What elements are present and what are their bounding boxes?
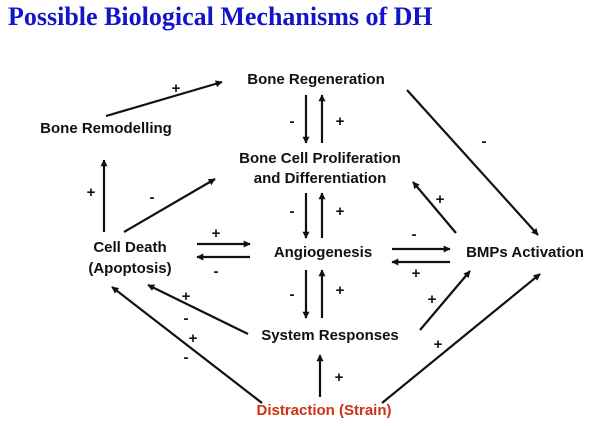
sign-prolif-angio-down: -	[290, 203, 295, 220]
sign-remodelling-regeneration: +	[172, 80, 181, 97]
sign-angiogenesis-celldeath: -	[214, 263, 219, 280]
sign-prolif-angio-up: +	[336, 203, 345, 220]
sign-distraction-system: +	[335, 369, 344, 386]
sign-bmps-angiogenesis: +	[412, 265, 421, 282]
node-bone-regeneration: Bone Regeneration	[247, 71, 385, 88]
diagram-title: Possible Biological Mechanisms of DH	[8, 2, 433, 31]
sign-celldeath-remodelling: +	[87, 184, 96, 201]
arrow-celldeath-to-proliferation	[123, 178, 216, 233]
node-proliferation-line1: Bone Cell Proliferation	[239, 150, 401, 167]
sign-distraction-celldeath-plus: +	[189, 330, 198, 347]
sign-distraction-celldeath-minus: -	[184, 349, 189, 366]
node-distraction: Distraction (Strain)	[256, 402, 391, 419]
node-cell-death-line1: Cell Death	[93, 239, 166, 256]
arrow-regeneration-to-bmps	[406, 89, 539, 236]
arrow-bmps-to-proliferation	[412, 181, 457, 234]
node-cell-death-line2: (Apoptosis)	[88, 260, 171, 277]
arrow-system-to-celldeath	[147, 284, 249, 335]
sign-system-celldeath-minus: -	[184, 310, 189, 327]
sign-regen-prolif-up: +	[336, 113, 345, 130]
sign-distraction-bmps: +	[434, 336, 443, 353]
sign-angio-system-down: -	[290, 286, 295, 303]
node-proliferation-line2: and Differentiation	[254, 170, 387, 187]
sign-celldeath-proliferation: -	[150, 189, 155, 206]
sign-system-celldeath-plus: +	[182, 288, 191, 305]
node-bmps-activation: BMPs Activation	[466, 244, 584, 261]
sign-regeneration-bmps: -	[482, 133, 487, 150]
sign-angio-system-up: +	[336, 282, 345, 299]
node-bone-remodelling: Bone Remodelling	[40, 120, 172, 137]
sign-system-bmps: +	[428, 291, 437, 308]
sign-regen-prolif-down: -	[290, 113, 295, 130]
arrow-remodelling-to-regeneration	[105, 80, 223, 118]
node-system-responses: System Responses	[261, 327, 399, 344]
arrow-distraction-to-celldeath	[111, 286, 263, 404]
sign-bmps-proliferation: +	[436, 191, 445, 208]
arrow-system-to-bmps	[419, 270, 471, 331]
node-angiogenesis: Angiogenesis	[274, 244, 372, 261]
sign-angiogenesis-bmps: -	[412, 226, 417, 243]
sign-celldeath-angiogenesis: +	[212, 225, 221, 242]
arrow-distraction-to-bmps	[381, 273, 541, 404]
